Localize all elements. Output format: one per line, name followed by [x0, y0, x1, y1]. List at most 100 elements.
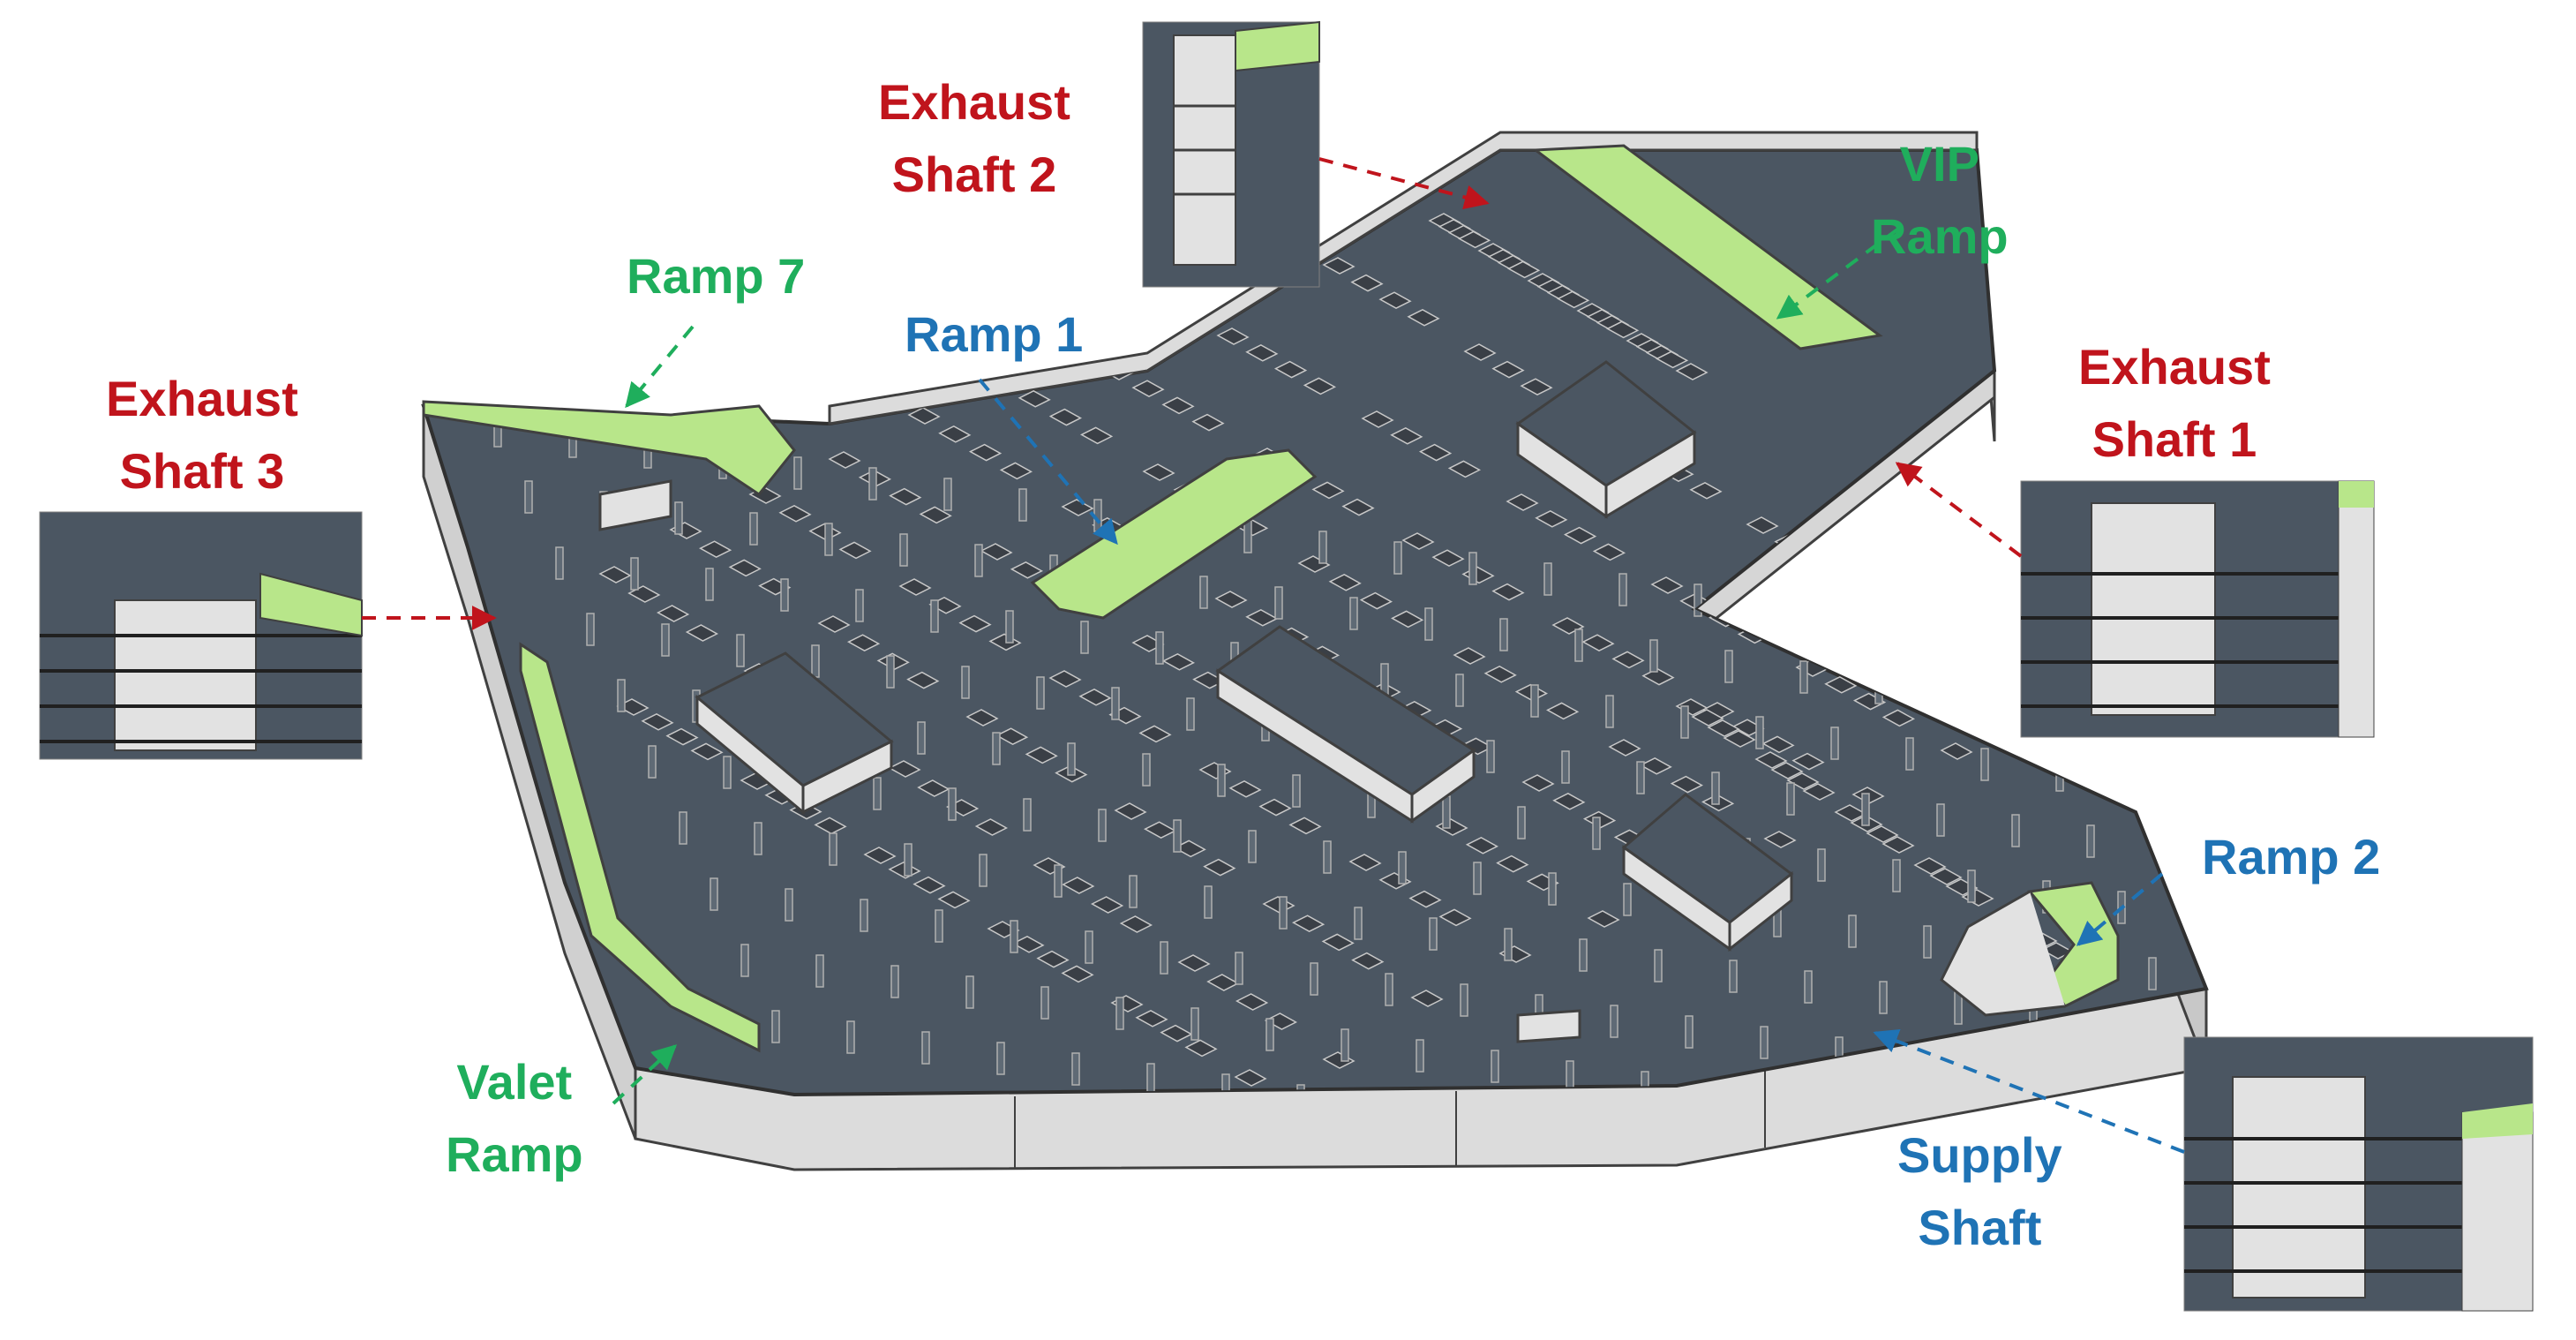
- structural-column: [1822, 1159, 1829, 1191]
- structural-column: [1424, 607, 1433, 641]
- parking-stall: [1011, 935, 1045, 953]
- structural-column: [1830, 726, 1839, 760]
- parking-stall: [1761, 735, 1795, 754]
- structural-column: [890, 965, 899, 998]
- structural-column: [1892, 859, 1901, 892]
- structural-column: [617, 679, 626, 712]
- parking-stall: [1119, 915, 1153, 933]
- parking-stall: [1913, 857, 1947, 875]
- arrow-exhaust-shaft-1: [1895, 462, 2023, 558]
- structural-column: [1760, 1026, 1769, 1059]
- structural-column: [1071, 1052, 1080, 1086]
- parking-stall: [1866, 825, 1899, 843]
- structural-column: [1504, 928, 1513, 961]
- structural-column: [1491, 1050, 1499, 1083]
- arrow-ramp-1: [978, 378, 1118, 546]
- structural-column: [2086, 824, 2095, 858]
- structural-column: [1235, 952, 1243, 985]
- structural-column: [1173, 819, 1182, 853]
- structural-column: [1755, 716, 1764, 749]
- parking-stall: [1407, 308, 1440, 327]
- inset-supply-shaft: [2183, 1036, 2534, 1312]
- parking-stall: [1228, 779, 1262, 798]
- structural-column: [1817, 848, 1826, 882]
- structural-column: [948, 787, 957, 821]
- parking-stall: [1521, 774, 1555, 792]
- parking-stall: [1496, 854, 1529, 873]
- structural-column: [992, 732, 1001, 765]
- structural-column: [1318, 531, 1327, 564]
- parking-stall: [1754, 751, 1788, 769]
- structural-column: [974, 544, 983, 577]
- structural-column: [524, 480, 533, 514]
- structural-column: [1473, 862, 1482, 895]
- parking-stall: [1322, 257, 1356, 275]
- parking-stall: [1887, 603, 1920, 621]
- structural-column: [1398, 851, 1407, 885]
- parking-stall: [1177, 954, 1211, 972]
- parking-stall: [1881, 709, 1916, 727]
- parking-stall: [1114, 802, 1147, 820]
- structural-column: [1204, 885, 1213, 919]
- structural-column: [1844, 605, 1852, 638]
- structural-column: [1040, 986, 1049, 1020]
- structural-column: [1499, 618, 1508, 651]
- parking-stall: [1048, 408, 1083, 426]
- parking-stall: [1061, 499, 1094, 516]
- parking-stall: [1161, 652, 1196, 671]
- arrow-ramp-2: [2076, 872, 2164, 946]
- parking-stall: [1675, 363, 1709, 380]
- parking-stall: [1322, 1051, 1356, 1069]
- structural-column: [1654, 949, 1663, 982]
- parking-stall: [1608, 739, 1641, 757]
- structural-column: [930, 599, 939, 633]
- parking-stall: [965, 709, 999, 726]
- parking-stall: [1491, 583, 1525, 601]
- parking-stall: [1245, 343, 1279, 362]
- structural-column: [1248, 830, 1257, 863]
- structural-column: [935, 909, 943, 943]
- structural-column: [1711, 772, 1720, 805]
- parking-stall: [1431, 549, 1465, 568]
- structural-column: [754, 822, 762, 855]
- structural-column: [1115, 997, 1124, 1030]
- parking-stall: [838, 541, 872, 560]
- structural-column: [899, 533, 908, 567]
- structural-column: [1310, 962, 1318, 996]
- parking-stall: [1078, 688, 1112, 706]
- parking-stall: [1707, 719, 1740, 737]
- parking-stall: [1090, 896, 1124, 914]
- parking-stall: [1321, 933, 1355, 952]
- arrow-exhaust-shaft-2: [1318, 157, 1490, 210]
- structural-column: [1980, 748, 1989, 781]
- structural-column: [855, 589, 864, 622]
- parking-stall: [919, 506, 952, 524]
- structural-column: [1292, 774, 1301, 808]
- parking-stall: [1341, 498, 1375, 516]
- parking-stall: [1465, 836, 1499, 854]
- structural-column: [829, 832, 837, 866]
- parking-stall: [641, 712, 674, 731]
- inset-exhaust-shaft-3: [39, 511, 363, 760]
- structural-column: [1349, 597, 1358, 630]
- parking-stall: [958, 614, 992, 633]
- parking-stall: [828, 451, 861, 469]
- structural-column: [1243, 520, 1252, 553]
- parking-stall: [1605, 320, 1640, 339]
- structural-column: [1543, 562, 1552, 596]
- inset-exhaust-shaft-2: [1142, 20, 1320, 288]
- parking-stall: [1401, 532, 1435, 550]
- parking-stall: [1361, 410, 1394, 428]
- parking-stall: [1770, 762, 1804, 779]
- parking-stall: [1802, 783, 1836, 801]
- structural-column: [1517, 806, 1526, 839]
- parking-stall: [1852, 692, 1887, 711]
- parking-stall: [1552, 792, 1586, 810]
- structural-column: [1874, 671, 1883, 704]
- parking-stall: [1235, 993, 1269, 1011]
- parking-stall: [1348, 854, 1382, 871]
- parking-stall: [1410, 990, 1444, 1007]
- label-ramp-1: Ramp 1: [905, 306, 1084, 362]
